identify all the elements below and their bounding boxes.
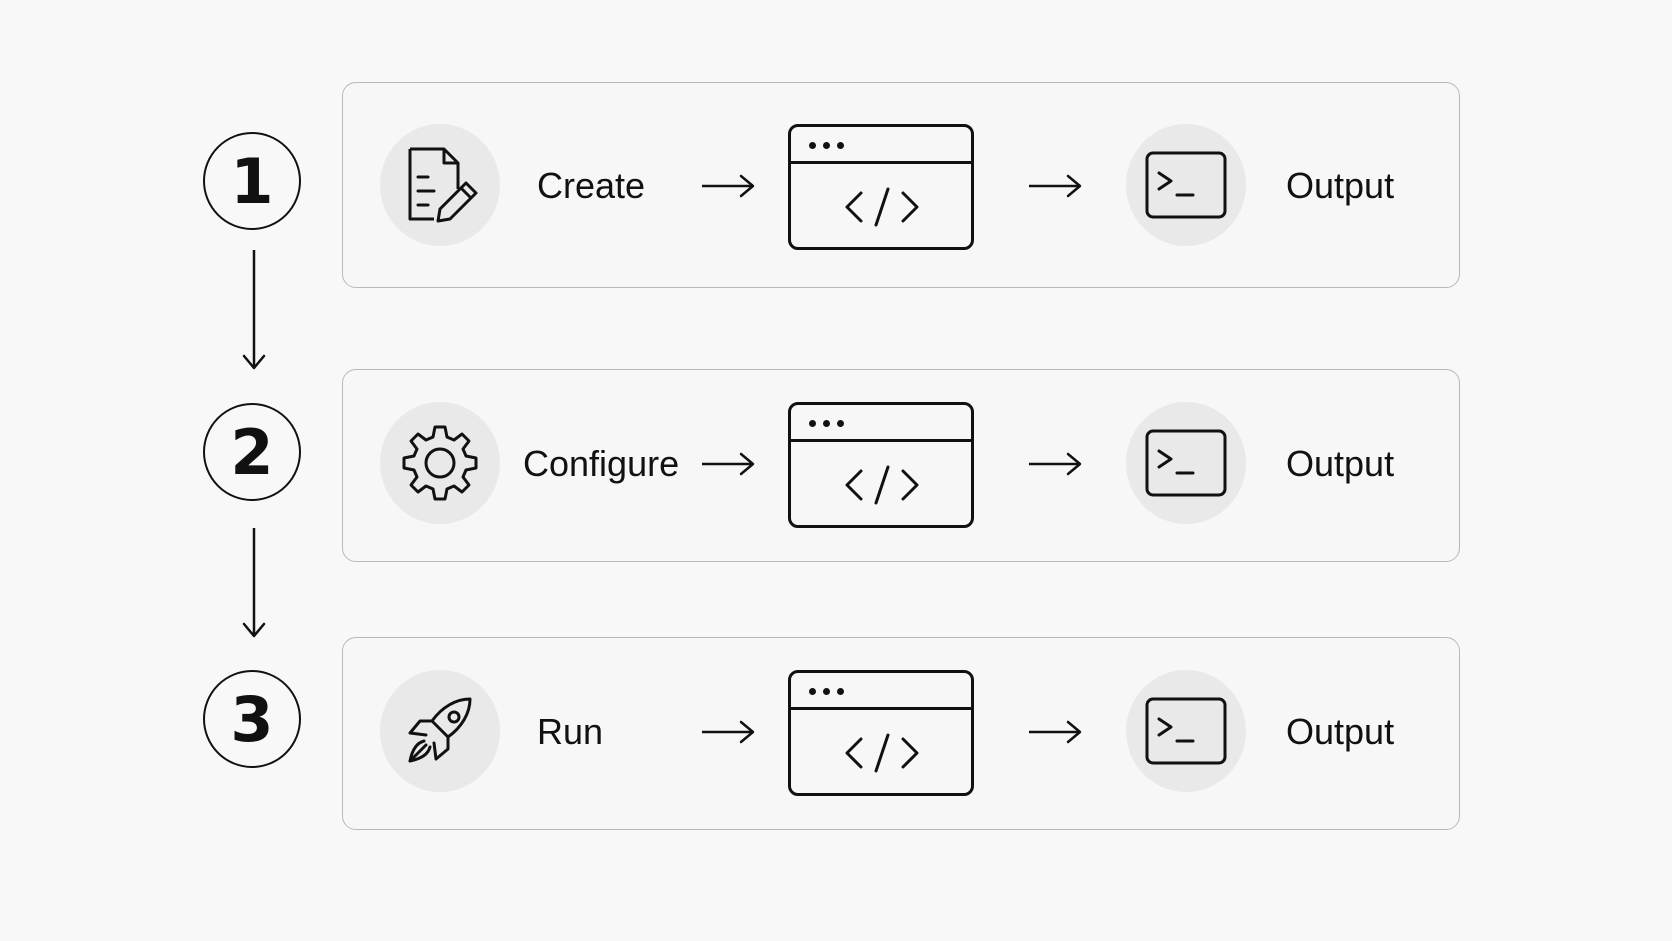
code-window-icon [788,402,974,528]
right-arrow-icon [702,452,755,476]
code-window-icon [788,670,974,796]
output-icon-disc [1126,402,1246,524]
output-label-2: Output [1286,443,1395,484]
run-icon-disc [380,670,500,792]
window-title-bar [791,707,971,710]
down-arrow-2-to-3 [242,528,266,638]
right-arrow-icon [1029,720,1082,744]
step-number-3-text: 3 [230,682,274,756]
output-label-1: Output [1286,165,1395,206]
step-label-run: Run [537,711,604,752]
window-dots [809,420,851,427]
code-brackets-icon [845,465,919,505]
document-edit-icon [408,147,478,223]
right-arrow-icon [702,174,755,198]
output-label-3: Output [1286,711,1395,752]
step-label-configure: Configure [523,443,680,484]
step-number-3: 3 [203,670,301,768]
code-brackets-icon [845,187,919,227]
terminal-icon [1145,429,1227,497]
step-label-create: Create [537,165,646,206]
window-title-bar [791,439,971,442]
window-title-bar [791,161,971,164]
step-number-1-text: 1 [230,144,274,218]
terminal-icon [1145,697,1227,765]
code-window-icon [788,124,974,250]
create-icon-disc [380,124,500,246]
gear-icon [402,425,478,501]
configure-icon-disc [380,402,500,524]
window-dots [809,142,851,149]
terminal-icon [1145,151,1227,219]
rocket-icon [408,697,472,763]
step-number-2: 2 [203,403,301,501]
right-arrow-icon [702,720,755,744]
window-dots [809,688,851,695]
code-brackets-icon [845,733,919,773]
step-number-2-text: 2 [230,415,274,489]
output-icon-disc [1126,670,1246,792]
down-arrow-1-to-2 [242,250,266,370]
step-number-1: 1 [203,132,301,230]
output-icon-disc [1126,124,1246,246]
right-arrow-icon [1029,174,1082,198]
right-arrow-icon [1029,452,1082,476]
